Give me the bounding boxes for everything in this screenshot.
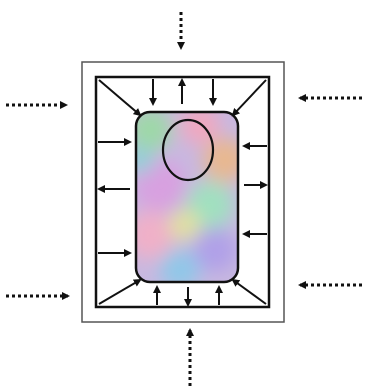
protoplast-fill [126,105,247,290]
